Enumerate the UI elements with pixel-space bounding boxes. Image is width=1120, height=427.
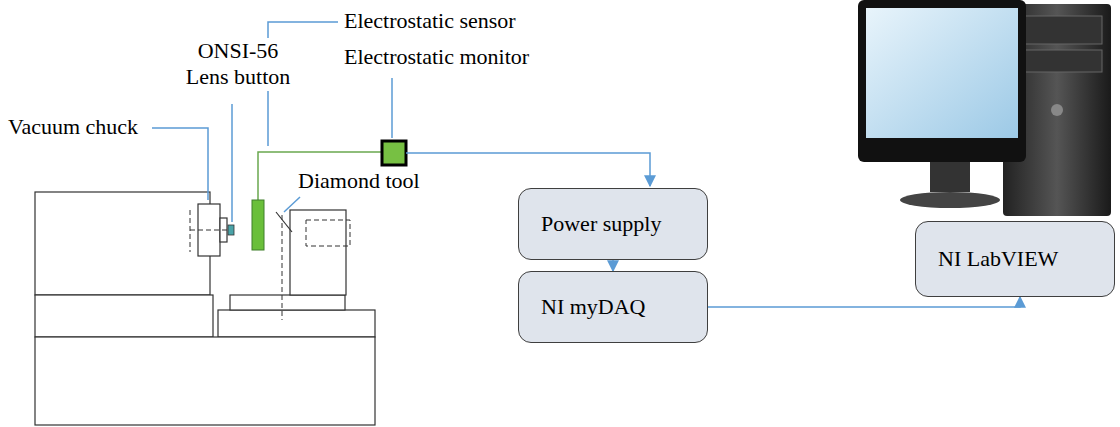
box-text: Power supply	[541, 211, 661, 237]
lathe-outline	[35, 192, 375, 425]
process-box: NI LabVIEW	[915, 221, 1115, 297]
lens-button	[228, 225, 234, 235]
part-label: ONSI-56 Lens button	[172, 38, 304, 91]
signal-arrow	[708, 297, 1020, 307]
signal-arrow	[612, 260, 614, 271]
process-box: NI myDAQ	[518, 271, 708, 343]
electrostatic-sensor	[252, 200, 264, 250]
computer-icon	[858, 0, 1111, 216]
process-box: Power supply	[518, 188, 708, 260]
box-text: NI LabVIEW	[938, 246, 1058, 272]
electrostatic-monitor	[382, 141, 406, 165]
part-label: Electrostatic monitor	[342, 44, 531, 70]
part-label: Vacuum chuck	[6, 114, 140, 140]
part-label: Electrostatic sensor	[342, 8, 518, 34]
box-text: NI myDAQ	[541, 294, 646, 320]
part-label: Diamond tool	[296, 168, 422, 194]
